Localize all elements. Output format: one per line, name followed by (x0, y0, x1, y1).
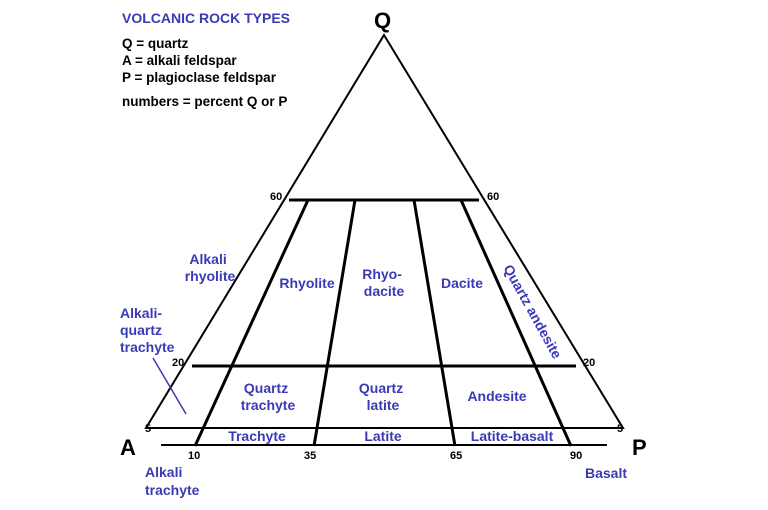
rock-dacite: Dacite (441, 275, 483, 291)
label-q20-left: 20 (172, 357, 184, 369)
rock-latite: Latite (364, 428, 402, 444)
rock-quartz-latite: Quartz latite (359, 380, 407, 413)
legend-p: P = plagioclase feldspar (122, 70, 277, 85)
rock-basalt: Basalt (585, 465, 627, 481)
vertex-p: P (632, 435, 647, 460)
label-q60-right: 60 (487, 191, 499, 203)
divider-p35 (312, 199, 357, 447)
label-p10: 10 (188, 450, 200, 462)
vertex-a: A (120, 435, 136, 460)
diagram-title: VOLCANIC ROCK TYPES (122, 10, 290, 26)
divider-p10 (193, 199, 310, 447)
rock-alkali-rhyolite: Alkali rhyolite (185, 251, 236, 284)
label-q5-left: 5 (145, 423, 151, 435)
alkali-quartz-trachyte-pointer (152, 357, 187, 415)
rock-latite-basalt: Latite-basalt (471, 428, 554, 444)
label-p35: 35 (304, 450, 316, 462)
legend-a: A = alkali feldspar (122, 53, 237, 68)
rock-alkali-trachyte: Alkali trachyte (145, 464, 200, 498)
label-q20-right: 20 (583, 357, 595, 369)
label-q60-left: 60 (270, 191, 282, 203)
vertex-q: Q (374, 8, 391, 33)
legend-numbers: numbers = percent Q or P (122, 94, 287, 109)
legend-q: Q = quartz (122, 36, 189, 51)
divider-p65 (412, 199, 457, 447)
divider-p90 (459, 199, 573, 447)
rock-rhyodacite: Rhyo- dacite (362, 266, 406, 299)
rock-rhyolite: Rhyolite (279, 275, 334, 291)
rock-andesite: Andesite (467, 388, 526, 404)
rock-quartz-trachyte: Quartz trachyte (241, 380, 296, 413)
rock-alkali-quartz-trachyte: Alkali- quartz trachyte (120, 305, 175, 355)
rock-trachyte: Trachyte (228, 428, 286, 444)
label-q5-right: 5 (617, 423, 623, 435)
label-p65: 65 (450, 450, 462, 462)
label-p90: 90 (570, 450, 582, 462)
